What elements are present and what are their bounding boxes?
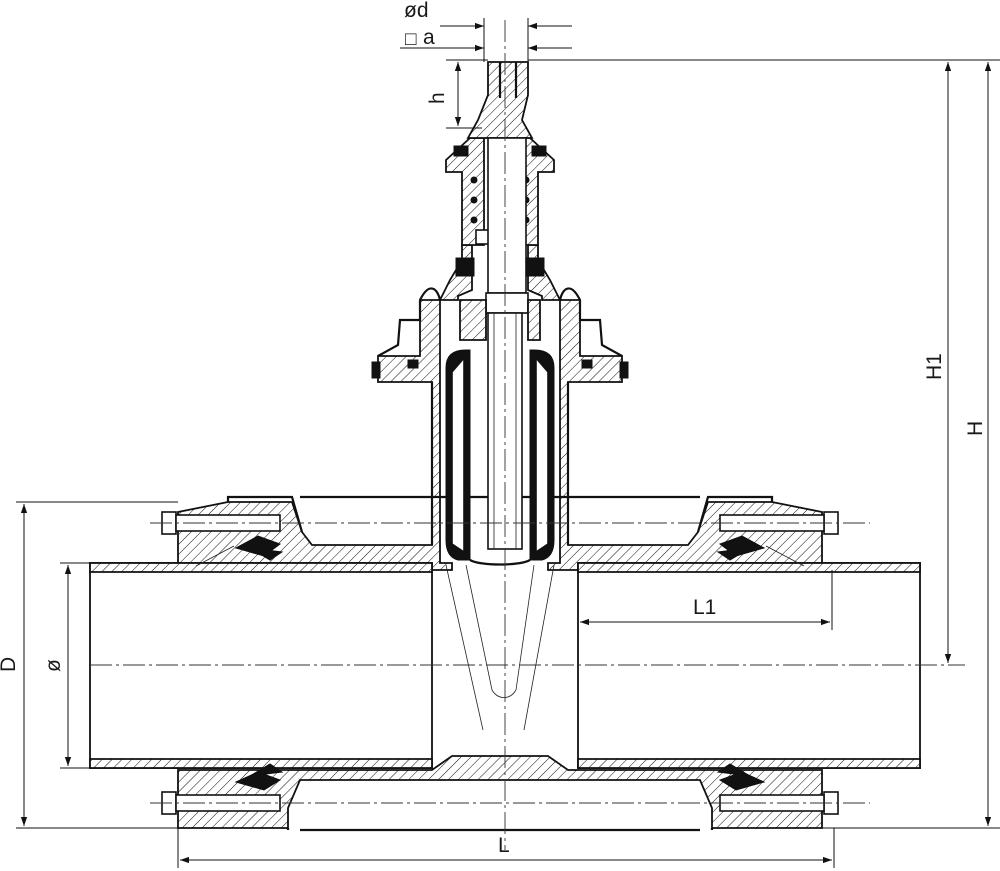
label-total-height: H (964, 421, 987, 436)
dimension-lines (16, 18, 1000, 868)
label-stem-diameter: ød (404, 0, 429, 22)
label-height-to-axis: H1 (923, 353, 946, 380)
label-outer-diameter: D (0, 657, 20, 672)
stem-top (466, 61, 534, 139)
pipe-left (89, 562, 433, 769)
label-stem-square: a (423, 26, 435, 49)
valve-body (177, 299, 823, 832)
gate-wedge (445, 349, 555, 731)
label-stem-height: h (426, 92, 449, 104)
label-insertion-length: L1 (693, 596, 716, 619)
pipe-right (577, 562, 921, 769)
label-square-symbol: □ (405, 29, 417, 50)
label-total-length: L (498, 834, 510, 857)
label-pipe-diameter: ø (42, 659, 65, 672)
center-lines (90, 20, 965, 850)
